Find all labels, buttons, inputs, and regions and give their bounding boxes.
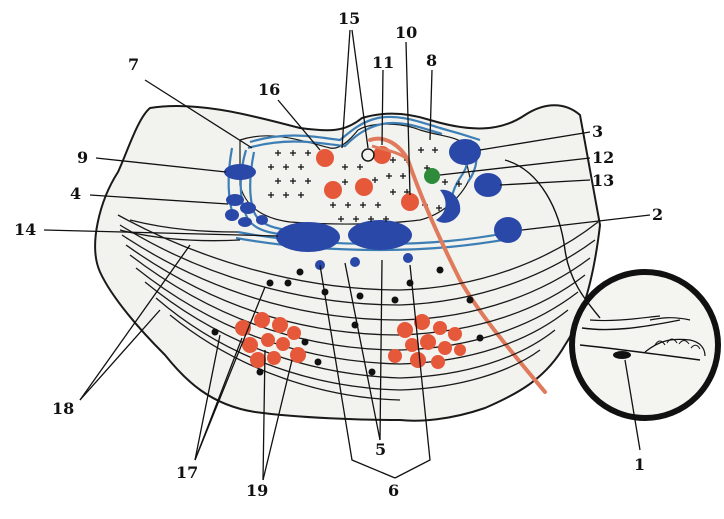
- label-9: 9: [77, 148, 88, 167]
- label-3: 3: [592, 122, 603, 141]
- label-5: 5: [375, 440, 386, 459]
- label-1: 1: [634, 455, 645, 474]
- nucleus-9: [224, 164, 256, 180]
- label-16: 16: [258, 80, 280, 99]
- label-12: 12: [592, 148, 614, 167]
- nucleus-3: [449, 139, 481, 165]
- green-cell-12: [424, 168, 440, 184]
- label-8: 8: [426, 51, 437, 70]
- nucleus-2: [494, 217, 522, 243]
- label-6: 6: [388, 481, 399, 500]
- inset-circle: [572, 272, 718, 418]
- label-10: 10: [395, 23, 417, 42]
- cell-16: [316, 149, 334, 167]
- label-4: 4: [70, 184, 81, 203]
- label-19: 19: [246, 481, 268, 500]
- label-15: 15: [338, 9, 360, 28]
- nucleus-13: [474, 173, 502, 197]
- label-11: 11: [372, 53, 394, 72]
- label-2: 2: [652, 205, 663, 224]
- label-17: 17: [176, 463, 198, 482]
- label-14: 14: [14, 220, 36, 239]
- label-13: 13: [592, 171, 614, 190]
- label-7: 7: [128, 55, 139, 74]
- label-18: 18: [52, 399, 74, 418]
